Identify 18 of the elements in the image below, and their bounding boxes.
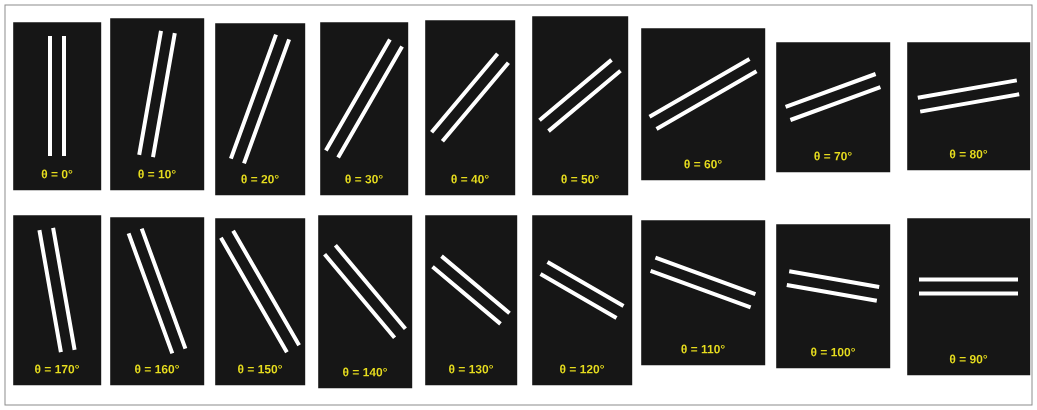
- angle-label: θ = 20°: [241, 174, 279, 184]
- angle-label: θ = 120°: [560, 364, 604, 374]
- angle-label: θ = 110°: [681, 344, 725, 354]
- angle-label: θ = 130°: [449, 364, 493, 374]
- angle-label: θ = 10°: [138, 169, 176, 179]
- angle-label: θ = 150°: [238, 364, 282, 374]
- angle-label: θ = 60°: [684, 159, 722, 169]
- angle-label: θ = 100°: [811, 347, 855, 357]
- angle-label: θ = 40°: [451, 174, 489, 184]
- angle-label: θ = 50°: [561, 174, 599, 184]
- angle-label: θ = 30°: [345, 174, 383, 184]
- angle-label: θ = 0°: [41, 169, 73, 179]
- angle-label: θ = 140°: [343, 367, 387, 377]
- angle-label: θ = 80°: [949, 149, 988, 159]
- angle-label: θ = 90°: [949, 354, 988, 364]
- angle-label: θ = 160°: [135, 364, 179, 374]
- angle-label: θ = 70°: [814, 151, 852, 161]
- angle-label: θ = 170°: [35, 364, 79, 374]
